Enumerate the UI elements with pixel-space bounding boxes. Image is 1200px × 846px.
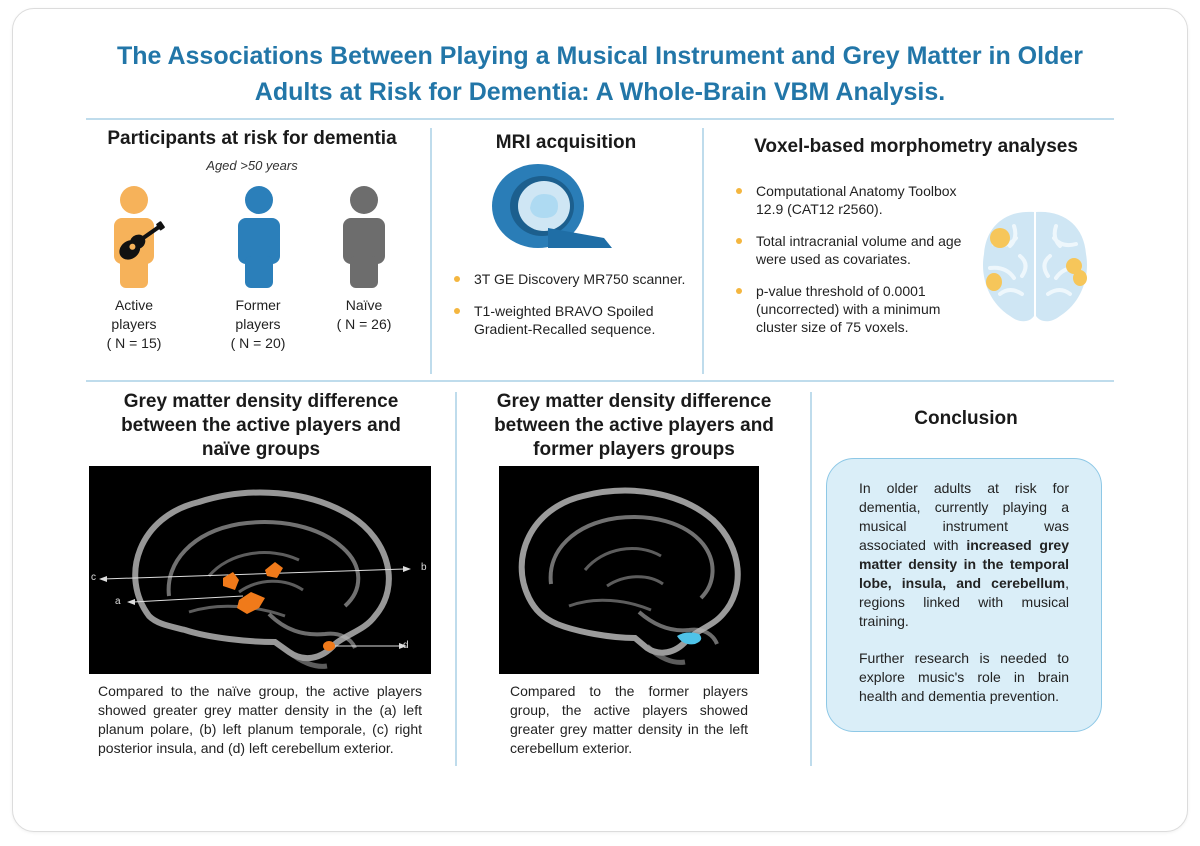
panel1-heading-line: Grey matter density difference (123, 391, 399, 412)
mri-bullet: T1-weighted BRAVO Spoiled Gradient-Recal… (452, 302, 688, 338)
former-players-label: Former players ( N = 20) (218, 296, 298, 353)
panel2-heading-line: Grey matter density difference (496, 391, 772, 412)
panel2-heading: Grey matter density difference between t… (468, 390, 800, 462)
divider-v1 (430, 128, 432, 374)
vbm-bullet-list: Computational Anatomy Toolbox 12.9 (CAT1… (734, 182, 980, 350)
divider-v2 (702, 128, 704, 374)
mri-bullet: 3T GE Discovery MR750 scanner. (452, 270, 688, 288)
conclusion-text: In older adults at risk for dementia, cu… (859, 480, 1069, 553)
group-line1: Active (114, 297, 154, 313)
poster-title: The Associations Between Playing a Music… (70, 38, 1130, 110)
participants-subheading: Aged >50 years (206, 158, 298, 173)
mri-bullet-list: 3T GE Discovery MR750 scanner. T1-weight… (452, 270, 688, 352)
conclusion-paragraph-1: In older adults at risk for dementia, cu… (859, 479, 1069, 631)
panel2-heading-line: former players groups (533, 439, 735, 460)
group-line2: players (111, 316, 157, 332)
panel2-heading-line: between the active players and (494, 415, 774, 436)
naive-icon (343, 186, 385, 288)
group-line1: Former (235, 297, 281, 313)
title-line-1: The Associations Between Playing a Music… (117, 42, 1083, 70)
divider-v4 (810, 392, 812, 766)
panel1-caption: Compared to the naïve group, the active … (98, 683, 422, 756)
vbm-heading: Voxel-based morphometry analyses (754, 136, 1078, 157)
conclusion-paragraph-2: Further research is needed to explore mu… (859, 650, 1069, 704)
group-line2: players (235, 316, 281, 332)
panel1-label-c: c (91, 572, 96, 583)
mri-heading: MRI acquisition (495, 132, 637, 153)
participants-heading: Participants at risk for dementia (107, 128, 397, 149)
naive-label: Naïve ( N = 26) (324, 296, 404, 334)
panel1-label-b: b (421, 562, 427, 573)
panel1-brain-image: c b a d (89, 466, 431, 674)
conclusion-highlight: increased grey matter density in the tem… (859, 537, 1069, 591)
title-line-2: Adults at Risk for Dementia: A Whole-Bra… (254, 78, 946, 106)
group-count: ( N = 20) (230, 335, 286, 351)
conclusion-heading: Conclusion (914, 408, 1018, 429)
group-count: ( N = 26) (336, 316, 392, 332)
divider-middle (86, 380, 1114, 382)
panel2-brain-image (499, 466, 759, 674)
active-players-label: Active players ( N = 15) (94, 296, 174, 353)
panel1-heading: Grey matter density difference between t… (90, 390, 432, 462)
divider-v3 (455, 392, 457, 766)
panel1-heading-line: between the active players and (121, 415, 401, 436)
panel1-label-d: d (403, 640, 409, 651)
group-line1: Naïve (345, 297, 383, 313)
former-player-icon (238, 186, 280, 288)
conclusion-text: , regions linked with musical training. (859, 575, 1069, 629)
group-count: ( N = 15) (106, 335, 162, 351)
active-player-icon (114, 186, 165, 288)
divider-top (86, 118, 1114, 120)
conclusion-box: In older adults at risk for dementia, cu… (826, 458, 1102, 732)
panel1-label-a: a (115, 596, 121, 607)
vbm-bullet: p-value threshold of 0.0001 (uncorrected… (734, 282, 980, 336)
mri-scanner-icon (492, 164, 612, 248)
vbm-bullet: Computational Anatomy Toolbox 12.9 (CAT1… (734, 182, 980, 218)
panel2-caption: Compared to the former players group, th… (510, 683, 748, 756)
vbm-bullet: Total intracranial volume and age were u… (734, 232, 980, 268)
panel1-heading-line: naïve groups (201, 439, 321, 460)
brain-icon (983, 211, 1087, 322)
